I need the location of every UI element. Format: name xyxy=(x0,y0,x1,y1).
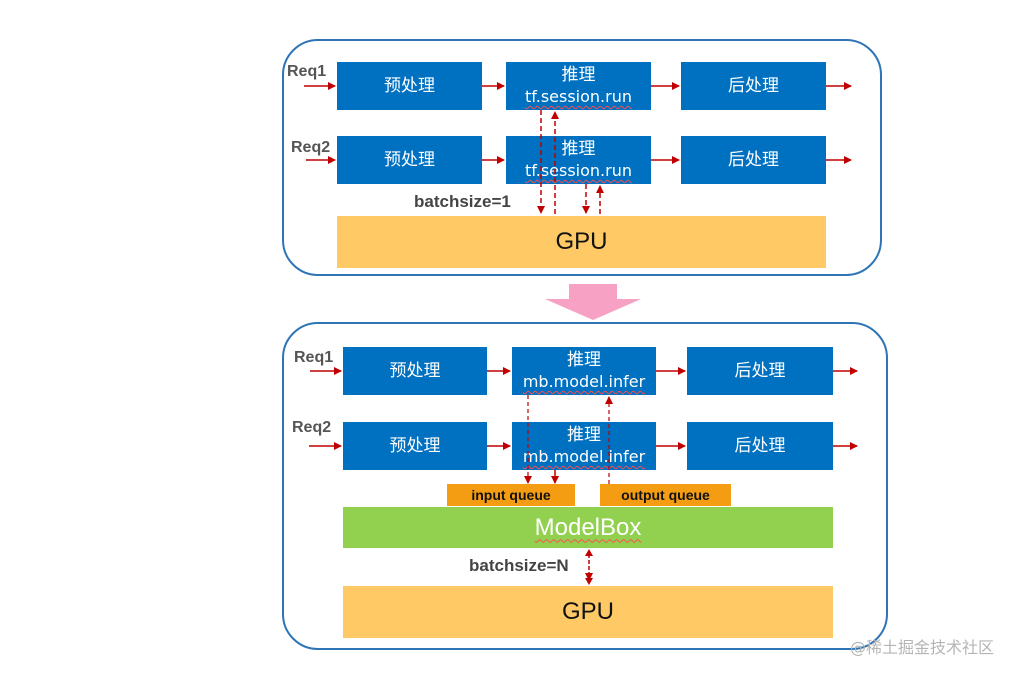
bottom-row2-infer-box: 推理 mb.model.infer xyxy=(512,422,656,470)
output-queue-label: output queue xyxy=(621,487,710,503)
bottom-row1-infer-title: 推理 xyxy=(567,350,601,370)
top-row2-infer-title: 推理 xyxy=(561,139,596,159)
top-row2-infer-call: tf.session.run xyxy=(525,161,632,180)
bottom-req2-label: Req2 xyxy=(292,419,332,436)
top-row2-preprocess-label: 预处理 xyxy=(384,149,435,170)
bottom-req1-label: Req1 xyxy=(294,349,334,366)
bottom-row2-postprocess-box: 后处理 xyxy=(687,422,833,470)
top-row1-infer-title: 推理 xyxy=(561,65,596,85)
watermark: @稀土掘金技术社区 xyxy=(850,638,995,657)
top-row1-postprocess-box: 后处理 xyxy=(681,62,826,110)
top-row1-preprocess-label: 预处理 xyxy=(384,75,435,96)
bottom-gpu-block: GPU xyxy=(343,586,833,638)
modelbox-block: ModelBox xyxy=(343,507,833,548)
top-row1-postprocess-label: 后处理 xyxy=(728,75,779,96)
top-gpu-block: GPU xyxy=(337,216,826,268)
output-queue-block: output queue xyxy=(600,484,731,506)
bottom-row2-infer-title: 推理 xyxy=(567,425,601,445)
top-row2-infer-box: 推理 tf.session.run xyxy=(506,136,651,184)
bottom-row1-postprocess-label: 后处理 xyxy=(734,360,786,381)
top-row1-infer-box: 推理 tf.session.run xyxy=(506,62,651,110)
bottom-row2-preprocess-box: 预处理 xyxy=(343,422,487,470)
bottom-row1-preprocess-box: 预处理 xyxy=(343,347,487,395)
bottom-row2-postprocess-label: 后处理 xyxy=(734,435,786,456)
top-row2-preprocess-box: 预处理 xyxy=(337,136,482,184)
bottom-row1-infer-box: 推理 mb.model.infer xyxy=(512,347,656,395)
top-row1-preprocess-box: 预处理 xyxy=(337,62,482,110)
top-row2-postprocess-box: 后处理 xyxy=(681,136,826,184)
bottom-row1-postprocess-box: 后处理 xyxy=(687,347,833,395)
input-queue-block: input queue xyxy=(447,484,575,506)
top-req1-label: Req1 xyxy=(287,63,327,80)
modelbox-gpu-up-arrowhead xyxy=(585,549,593,556)
bottom-gpu-label: GPU xyxy=(561,598,614,625)
bottom-row1-infer-call: mb.model.infer xyxy=(522,372,646,391)
bottom-row1-preprocess-label: 预处理 xyxy=(389,360,441,381)
top-batchsize-label: batchsize=1 xyxy=(414,192,511,211)
modelbox-label: ModelBox xyxy=(534,513,642,541)
modelbox-gpu-down-arrowhead xyxy=(585,578,593,585)
top-req2-label: Req2 xyxy=(291,139,331,156)
bottom-batchsize-label: batchsize=N xyxy=(469,556,569,575)
input-queue-label: input queue xyxy=(471,487,551,503)
transition-arrow xyxy=(545,284,641,320)
top-gpu-label: GPU xyxy=(555,228,608,255)
top-row1-infer-call: tf.session.run xyxy=(525,87,632,106)
bottom-row2-preprocess-label: 预处理 xyxy=(389,435,441,456)
top-row2-postprocess-label: 后处理 xyxy=(728,149,779,170)
bottom-row2-infer-call: mb.model.infer xyxy=(522,447,646,466)
